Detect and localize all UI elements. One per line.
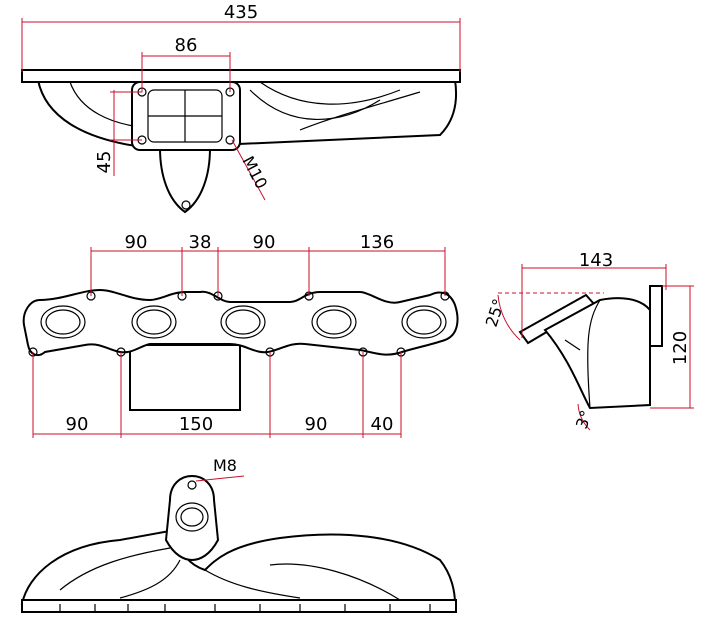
bottom-view-contour [204, 569, 301, 599]
dim-bottom-spacing-4: 40 [371, 414, 394, 435]
top-view-wastegate-outlet [158, 147, 212, 214]
dim-bottom-spacing-2: 150 [179, 414, 213, 435]
label-stud-thread: M8 [213, 456, 237, 475]
bottom-view-runner-body [20, 528, 457, 605]
bottom-view-flange-plate [21, 599, 457, 613]
dim-depth: 143 [579, 250, 613, 271]
front-view: 90 38 90 136 90 150 90 40 [22, 232, 459, 438]
front-view-port-inner [225, 309, 261, 335]
dim-outlet-angle: 3° [572, 408, 596, 432]
dim-leader-bolt-thread [231, 139, 266, 201]
dim-top-spacing-3: 90 [253, 232, 276, 253]
side-view-body [543, 297, 651, 410]
side-view-contour [564, 339, 581, 351]
bottom-view-stud-flange [164, 474, 220, 562]
dim-flange-angle: 25° [482, 296, 509, 329]
top-view-runner-body [36, 79, 458, 150]
dim-flange-width: 86 [175, 35, 198, 56]
top-view-runner-line [259, 81, 401, 105]
dim-bottom-spacing-1: 90 [66, 414, 89, 435]
front-view-port [131, 305, 177, 339]
dim-top-spacing-4: 136 [360, 232, 394, 253]
front-view-port-inner [316, 309, 352, 335]
top-view: 435 86 45 M10 [21, 2, 461, 214]
dim-leader-stud-thread [195, 475, 245, 482]
front-view-port [40, 305, 86, 339]
top-view-stud-hole [181, 200, 191, 210]
dim-top-spacing-2: 38 [189, 232, 212, 253]
front-view-port [220, 305, 266, 339]
dim-height: 120 [670, 331, 691, 365]
front-view-port-inner [136, 309, 172, 335]
dim-bottom-spacing-3: 90 [305, 414, 328, 435]
front-view-collector [129, 344, 241, 411]
bottom-view-outlet-port-inner [180, 507, 204, 527]
front-view-port-inner [45, 309, 81, 335]
dim-arc-flange-angle [497, 294, 521, 341]
side-view-turbo-flange [649, 285, 663, 347]
bottom-view-outlet-port [175, 502, 209, 532]
label-bolt-thread: M10 [238, 153, 271, 192]
bottom-view: M8 [20, 456, 457, 613]
front-view-port [311, 305, 357, 339]
front-view-port [401, 305, 447, 339]
bottom-view-contour [119, 559, 181, 599]
bottom-view-contour [269, 563, 401, 601]
dim-top-spacing-1: 90 [125, 232, 148, 253]
top-view-runner-line [299, 91, 421, 131]
dim-overall-width: 435 [224, 2, 258, 23]
bottom-view-stud-hole [187, 480, 197, 490]
bottom-view-contour [59, 547, 171, 591]
top-view-bolt-hole [225, 135, 235, 145]
top-view-flange-plate [21, 69, 461, 83]
dim-flange-height: 45 [94, 151, 115, 174]
front-view-port-inner [406, 309, 442, 335]
dim-arc-outlet-angle [577, 403, 591, 431]
side-view: 143 120 25° 3° [482, 250, 694, 431]
side-view-contour [587, 299, 601, 409]
top-view-port-divider [148, 90, 222, 142]
bottom-view-plate-marks [59, 604, 431, 612]
